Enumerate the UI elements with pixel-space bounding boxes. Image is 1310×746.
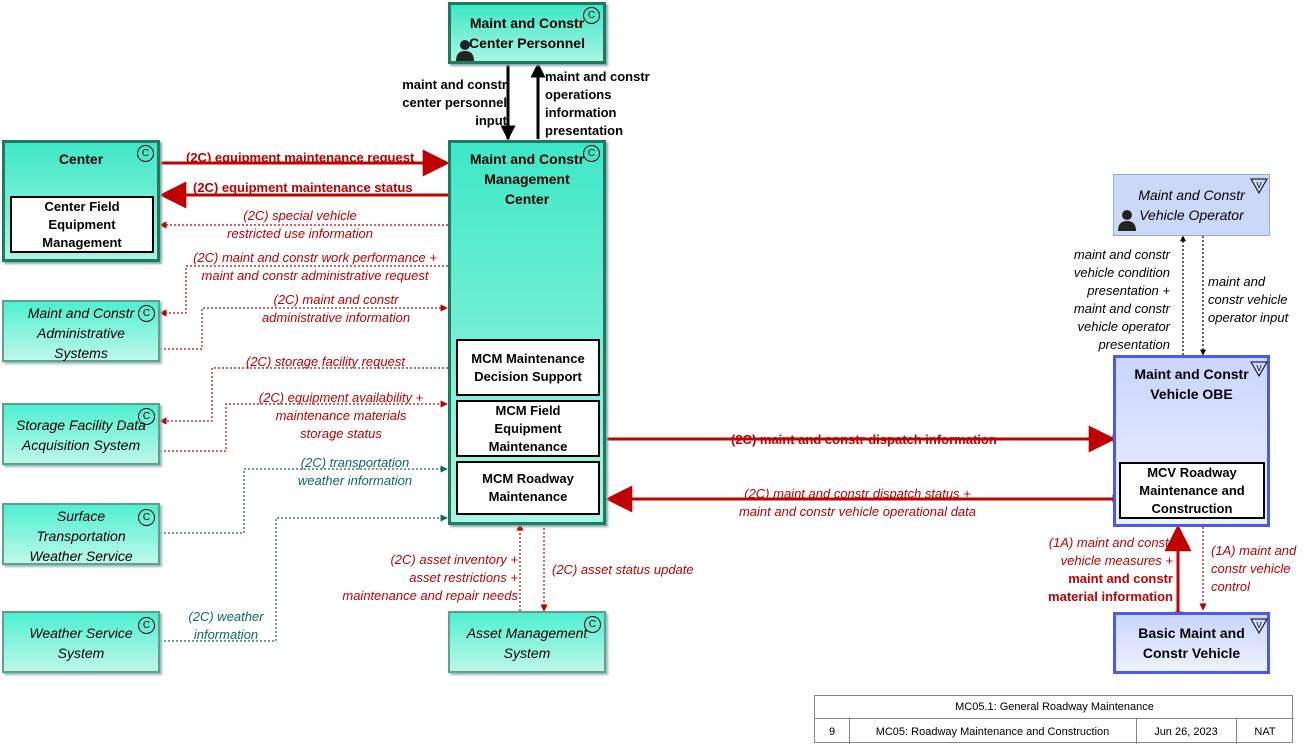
node-storage-facility-data-acquisition-system[interactable]: Storage Facility Data Acquisition System…	[2, 403, 160, 465]
vehicle-badge-icon: V	[1250, 618, 1268, 634]
label-operations-info: maint and constr operations information …	[545, 69, 650, 138]
sub-label: MCV Roadway Maintenance and Construction	[1139, 464, 1245, 516]
label-weather-info: (2C) weather information	[188, 609, 264, 642]
flow-storage-request	[159, 367, 452, 425]
label-work-performance: (2C) maint and constr work performance +…	[193, 250, 437, 283]
node-maint-constr-vehicle-operator[interactable]: Maint and Constr Vehicle Operator V	[1113, 174, 1270, 236]
person-icon	[456, 40, 474, 61]
label-special-vehicle: (2C) special vehicle restricted use info…	[227, 208, 373, 241]
subsystem-center-field-equipment-management[interactable]: Center Field Equipment Management	[10, 196, 154, 253]
flow-transportation-weather	[160, 465, 448, 534]
sub-label: Center Field Equipment Management	[42, 198, 122, 250]
center-badge-icon: C	[138, 408, 155, 425]
center-badge-icon: C	[584, 616, 601, 633]
sub-label: MCM Field Equipment Maintenance	[488, 402, 568, 454]
svg-text:V: V	[1256, 181, 1262, 190]
svg-text:V: V	[1256, 621, 1262, 630]
subsystem-mcm-roadway-maintenance[interactable]: MCM Roadway Maintenance	[456, 461, 600, 515]
node-title: Center	[58, 151, 104, 167]
label-admin-info: (2C) maint and constr administrative inf…	[261, 292, 411, 325]
node-title: Asset Management System	[466, 625, 588, 661]
center-badge-icon: C	[137, 145, 154, 162]
label-asset-inventory: (2C) asset inventory + asset restriction…	[342, 552, 518, 603]
label-equip-request: (2C) equipment maintenance request	[186, 150, 415, 165]
label-vehicle-measures-a: (1A) maint and constr vehicle measures +	[1048, 535, 1173, 568]
sub-label: MCM Roadway Maintenance	[482, 471, 574, 504]
node-maint-constr-vehicle-obe[interactable]: Maint and Constr Vehicle OBE V MCV Roadw…	[1113, 355, 1270, 527]
label-operator-input: maint and constr vehicle operator input	[1208, 274, 1289, 325]
footer-diagram-title: MC05.1: General Roadway Maintenance	[955, 701, 1154, 713]
subsystem-mcm-maintenance-decision-support[interactable]: MCM Maintenance Decision Support	[456, 339, 600, 396]
label-vehicle-control: (1A) maint and constr vehicle control	[1211, 543, 1297, 594]
vehicle-badge-icon: V	[1250, 361, 1268, 377]
footer-org: NAT	[1254, 726, 1276, 738]
label-equip-status: (2C) equipment maintenance status	[193, 180, 413, 195]
node-title: Maint and Constr Vehicle Operator	[1138, 187, 1245, 223]
person-icon	[1118, 210, 1136, 231]
center-badge-icon: C	[583, 7, 600, 24]
node-surface-transportation-weather-service[interactable]: Surface Transportation Weather Service C	[2, 503, 160, 565]
node-title: Surface Transportation Weather Service	[29, 508, 133, 564]
node-asset-management-system[interactable]: Asset Management System C	[448, 611, 606, 673]
vehicle-badge-icon: V	[1250, 178, 1268, 194]
flow-weather-info	[160, 514, 448, 642]
label-transportation-weather: (2C) transportation weather information	[297, 455, 413, 488]
node-title: Basic Maint and Constr Vehicle	[1138, 625, 1245, 661]
center-badge-icon: C	[138, 305, 155, 322]
footer-package: MC05: Roadway Maintenance and Constructi…	[875, 726, 1110, 738]
node-title: Maint and Constr Management Center	[469, 151, 585, 207]
node-maint-constr-management-center[interactable]: Maint and Constr Management Center C MCM…	[448, 140, 606, 525]
center-badge-icon: C	[138, 509, 155, 526]
sub-label: MCM Maintenance Decision Support	[471, 350, 585, 384]
center-badge-icon: C	[138, 617, 155, 634]
label-asset-update: (2C) asset status update	[552, 562, 694, 577]
footer-page-number: 9	[828, 726, 836, 738]
label-dispatch-status: (2C) maint and constr dispatch status + …	[738, 486, 977, 519]
svg-text:V: V	[1256, 364, 1262, 373]
node-basic-maint-constr-vehicle[interactable]: Basic Maint and Constr Vehicle V	[1113, 612, 1270, 674]
node-maint-constr-administrative-systems[interactable]: Maint and Constr Administrative Systems …	[2, 300, 160, 362]
label-storage-request: (2C) storage facility request	[246, 354, 405, 369]
label-personnel-input: maint and constr center personnel input	[402, 77, 507, 128]
node-title: Maint and Constr Administrative Systems	[27, 305, 135, 361]
node-title: Maint and Constr Center Personnel	[469, 15, 585, 51]
flow-equip-availability	[160, 400, 448, 452]
flow-work-performance	[159, 265, 452, 317]
label-equip-availability: (2C) equipment availability + maintenanc…	[258, 390, 424, 441]
center-badge-icon: C	[583, 145, 600, 162]
footer-date: Jun 26, 2023	[1154, 726, 1218, 738]
flow-admin-info	[160, 304, 448, 350]
node-center[interactable]: Center C Center Field Equipment Manageme…	[2, 140, 160, 262]
node-title: Storage Facility Data Acquisition System	[16, 417, 146, 453]
node-title: Maint and Constr Vehicle OBE	[1134, 366, 1249, 402]
node-weather-service-system[interactable]: Weather Service System C	[2, 611, 160, 673]
node-title: Weather Service System	[29, 625, 133, 661]
label-dispatch-info: (2C) maint and constr dispatch informati…	[731, 432, 997, 447]
label-vehicle-condition: maint and constr vehicle condition prese…	[1073, 247, 1170, 352]
footer-table: MC05.1: General Roadway Maintenance 9 MC…	[814, 695, 1294, 744]
node-maint-constr-center-personnel[interactable]: Maint and Constr Center Personnel C	[448, 2, 606, 64]
label-vehicle-measures-b: maint and constr material information	[1048, 571, 1173, 604]
subsystem-mcv-roadway-maintenance-construction[interactable]: MCV Roadway Maintenance and Construction	[1119, 462, 1265, 519]
subsystem-mcm-field-equipment-maintenance[interactable]: MCM Field Equipment Maintenance	[456, 400, 600, 457]
